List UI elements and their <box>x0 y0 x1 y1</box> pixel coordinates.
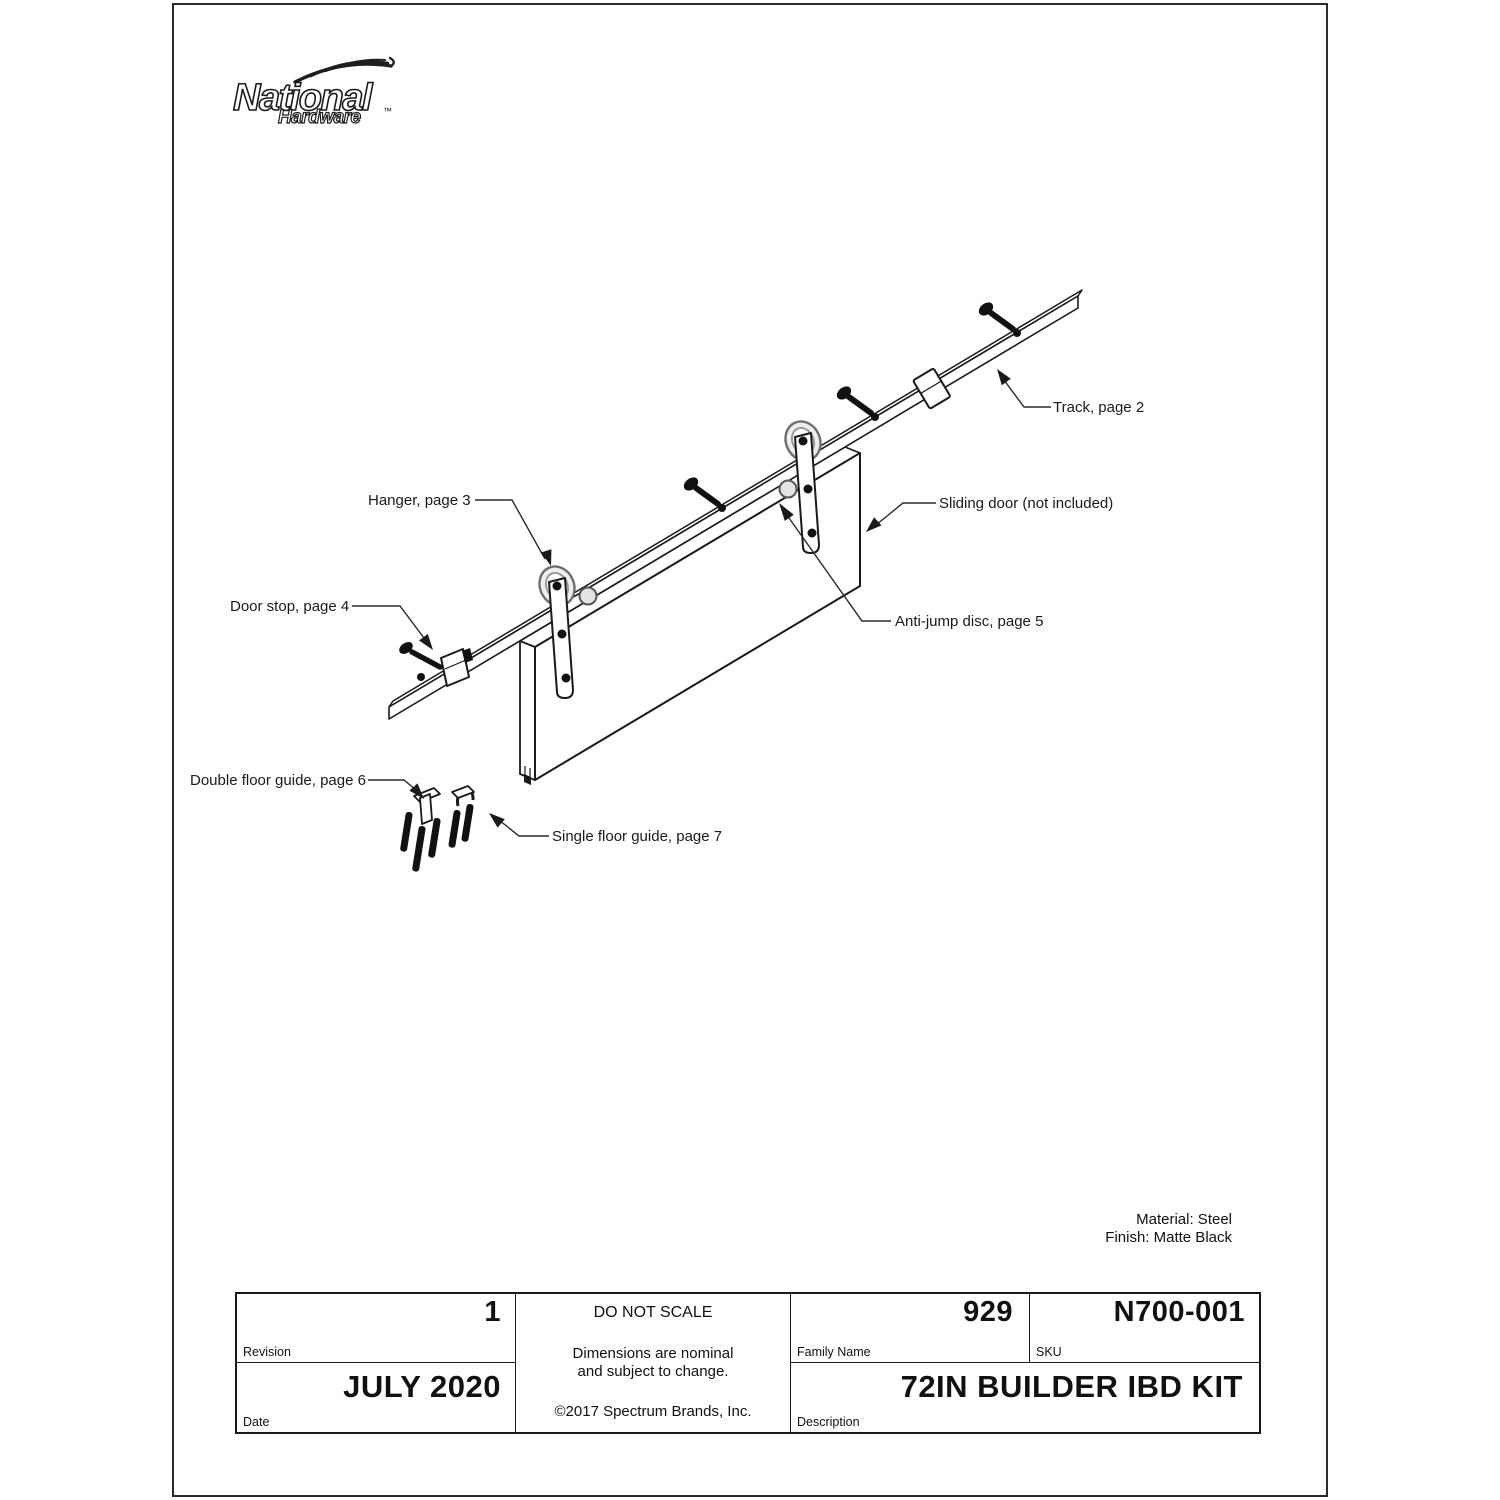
sku-value: N700-001 <box>1113 1296 1245 1328</box>
anti-jump-disc-right <box>778 479 798 499</box>
leader-hanger-arrowhead <box>541 549 552 566</box>
do-not-scale-note: DO NOT SCALE <box>593 1304 713 1321</box>
leader-sliding-door-arrowhead <box>866 517 882 532</box>
dimensions-note: Dimensions are nominal and subject to ch… <box>573 1345 734 1381</box>
revision-label: Revision <box>243 1345 291 1359</box>
hanger-right <box>784 420 822 554</box>
leader-anti-jump <box>788 517 891 622</box>
door-stop-part <box>399 642 473 687</box>
callout-door-stop-label: Door stop, page 4 <box>230 598 350 615</box>
logo-swoosh-icon <box>293 56 395 84</box>
leader-anti-jump-arrowhead <box>779 503 794 521</box>
copyright-note: ©2017 Spectrum Brands, Inc. <box>554 1403 752 1420</box>
callout-leaders <box>352 369 1051 837</box>
callout-track-label: Track, page 2 <box>1053 399 1145 416</box>
logo-tm-mark: ™ <box>383 106 392 116</box>
leader-hanger <box>475 499 546 560</box>
logo-brand-text: National <box>233 77 374 119</box>
leader-double-guide-arrowhead <box>409 783 424 799</box>
page-border <box>172 3 1328 1497</box>
description-value: 72IN BUILDER IBD KIT <box>900 1369 1243 1404</box>
date-value: JULY 2020 <box>343 1369 501 1404</box>
material-line: Material: Steel <box>1136 1211 1232 1228</box>
single-floor-guide-part <box>448 785 475 848</box>
sku-cell: N700-001 SKU <box>1030 1294 1259 1363</box>
family-name-cell: 929 Family Name <box>791 1294 1030 1363</box>
revision-value: 1 <box>484 1296 501 1328</box>
description-cell: 72IN BUILDER IBD KIT Description <box>791 1363 1259 1432</box>
callout-single-guide-label: Single floor guide, page 7 <box>552 828 723 845</box>
door-bottom-groove <box>524 774 531 785</box>
dimensions-note-line1: Dimensions are nominal <box>572 1344 734 1362</box>
leader-sliding-door <box>875 502 936 526</box>
leader-track-arrowhead <box>997 369 1011 386</box>
lag-bolt-icon <box>836 386 879 421</box>
leader-double-guide <box>368 779 417 791</box>
sku-label: SKU <box>1036 1345 1062 1359</box>
family-name-label: Family Name <box>797 1345 871 1359</box>
lag-bolt-icon <box>978 302 1021 337</box>
description-label: Description <box>797 1415 860 1429</box>
leader-track <box>1000 375 1051 408</box>
leader-door-stop-arrowhead <box>419 633 433 650</box>
revision-cell: 1 Revision <box>237 1294 516 1363</box>
callout-anti-jump-label: Anti-jump disc, page 5 <box>895 613 1044 630</box>
date-label: Date <box>243 1415 270 1429</box>
title-block: 1 Revision JULY 2020 Date DO NOT SCALE D… <box>235 1292 1261 1434</box>
notes-cell: DO NOT SCALE Dimensions are nominal and … <box>516 1294 791 1432</box>
date-cell: JULY 2020 Date <box>237 1363 516 1432</box>
hanger-left <box>538 565 576 699</box>
double-floor-guide-part <box>400 787 441 872</box>
leader-single-guide-arrowhead <box>489 813 505 828</box>
callout-sliding-door-label: Sliding door (not included) <box>939 495 1114 512</box>
track-splice-bracket <box>912 367 951 410</box>
logo-sub-text: Hardware <box>278 107 362 128</box>
leader-door-stop <box>352 605 425 639</box>
anti-jump-disc-left <box>578 586 598 606</box>
dimensions-note-line2: and subject to change. <box>577 1362 729 1380</box>
callout-hanger-label: Hanger, page 3 <box>368 492 471 509</box>
family-name-value: 929 <box>963 1296 1013 1328</box>
leader-single-guide <box>498 819 549 837</box>
callout-double-guide-label: Double floor guide, page 6 <box>190 772 366 789</box>
finish-line: Finish: Matte Black <box>1105 1229 1232 1246</box>
material-finish-note: Material: Steel Finish: Matte Black <box>932 1211 1232 1247</box>
lag-bolt-icon <box>683 477 726 512</box>
track-lag-bolts <box>683 302 1021 512</box>
national-hardware-logo: National Hardware ™ <box>232 56 395 129</box>
